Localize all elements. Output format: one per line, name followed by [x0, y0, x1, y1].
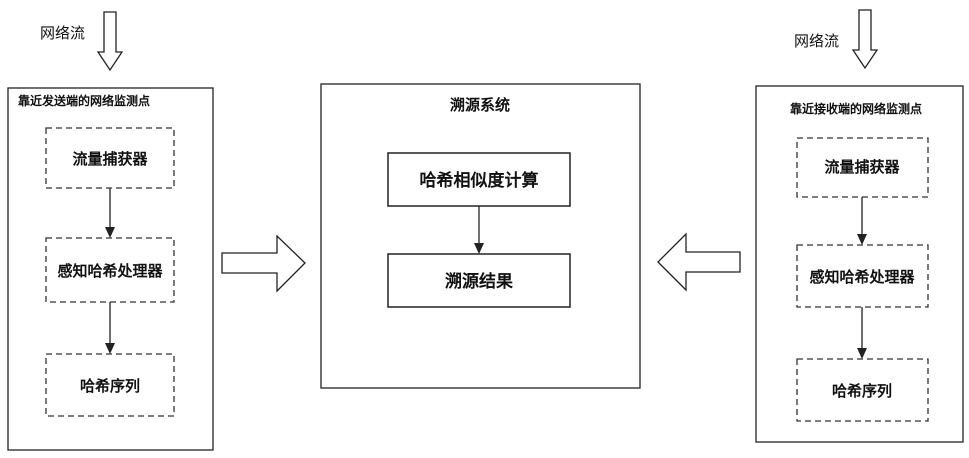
traceback-system-title: 溯源系统 — [450, 96, 510, 114]
left-to-system-arrow-icon — [222, 236, 305, 291]
right-flow-down-arrow-icon — [853, 10, 877, 68]
left-flow-label: 网络流 — [40, 24, 85, 42]
system-step-similarity-label: 哈希相似度计算 — [420, 170, 539, 191]
right-flow-label: 网络流 — [794, 32, 839, 50]
right-step-capture-label: 流量捕获器 — [824, 158, 900, 176]
right-connector-2-arrowhead-icon — [857, 348, 867, 359]
left-connector-2-arrowhead-icon — [105, 343, 115, 354]
left-monitor-title: 靠近发送端的网络监测点 — [18, 93, 150, 108]
left-connector-1-arrowhead-icon — [105, 227, 115, 238]
right-to-system-arrow-icon — [658, 234, 740, 290]
right-connector-1-arrowhead-icon — [857, 234, 867, 245]
right-monitor-title: 靠近接收端的网络监测点 — [790, 101, 922, 116]
left-step-sequence-label: 哈希序列 — [80, 377, 140, 395]
left-flow-down-arrow-icon — [98, 12, 122, 70]
left-step-hasher-label: 感知哈希处理器 — [57, 262, 163, 280]
traceback-system-panel — [321, 84, 640, 388]
right-step-hasher-label: 感知哈希处理器 — [809, 268, 915, 286]
left-step-capture-label: 流量捕获器 — [72, 150, 148, 168]
system-connector-arrowhead-icon — [474, 243, 484, 254]
right-step-sequence-label: 哈希序列 — [832, 382, 892, 400]
system-step-result-label: 溯源结果 — [445, 271, 513, 292]
